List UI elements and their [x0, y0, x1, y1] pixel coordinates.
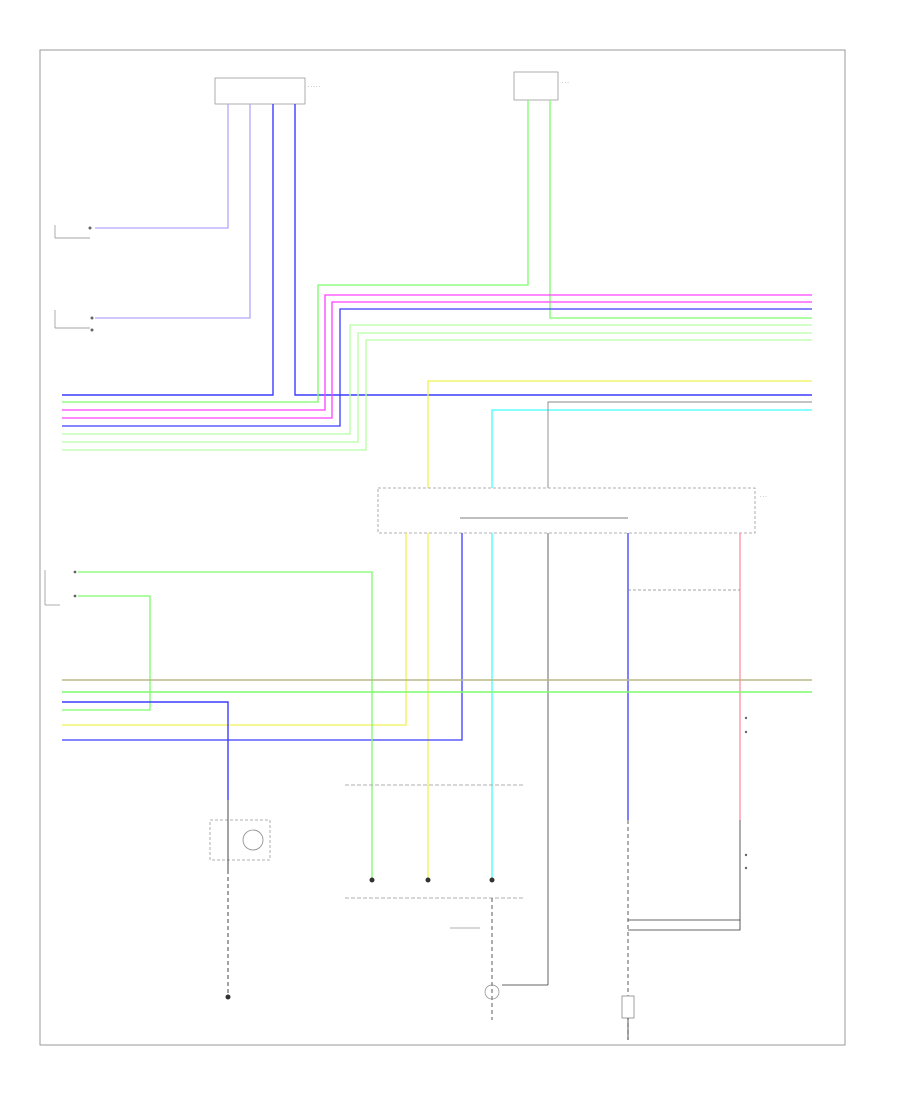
- lamp-bottom-left: [209, 800, 271, 870]
- svg-text:· · ·: · · ·: [562, 80, 569, 85]
- motor-bottom-right: [621, 995, 635, 1040]
- wire-green-1: [62, 100, 529, 403]
- wire-blue-2: [294, 104, 812, 396]
- bus-upper: [62, 294, 812, 451]
- module-down-wires: [62, 533, 741, 985]
- svg-text:· · ·: · · ·: [760, 494, 767, 499]
- bottom-right-wires: [627, 820, 741, 1040]
- wire-green-2: [549, 100, 812, 319]
- diagram-frame: [39, 49, 846, 1046]
- bus-mid: [62, 679, 812, 800]
- wire-blue-1: [62, 104, 274, 396]
- ground-bottom-left: [225, 870, 231, 1000]
- svg-text:· · · · ·: · · · · ·: [308, 84, 320, 89]
- top-left-connector: · · · · ·: [214, 77, 320, 105]
- top-right-connector: · · ·: [513, 71, 569, 101]
- bus-right-top: [427, 380, 812, 488]
- connector-pins: [369, 877, 495, 883]
- right-terminals: [744, 716, 748, 870]
- left-switch-1: [54, 225, 92, 239]
- left-mid-switch: [44, 570, 77, 606]
- wire-violet-2: [95, 104, 251, 319]
- wire-violet-1: [95, 104, 229, 229]
- center-module: · · ·: [377, 487, 767, 534]
- left-switch-2: [54, 310, 94, 332]
- connector-bottom-center: [345, 897, 548, 1020]
- left-mid-wires: [62, 571, 373, 880]
